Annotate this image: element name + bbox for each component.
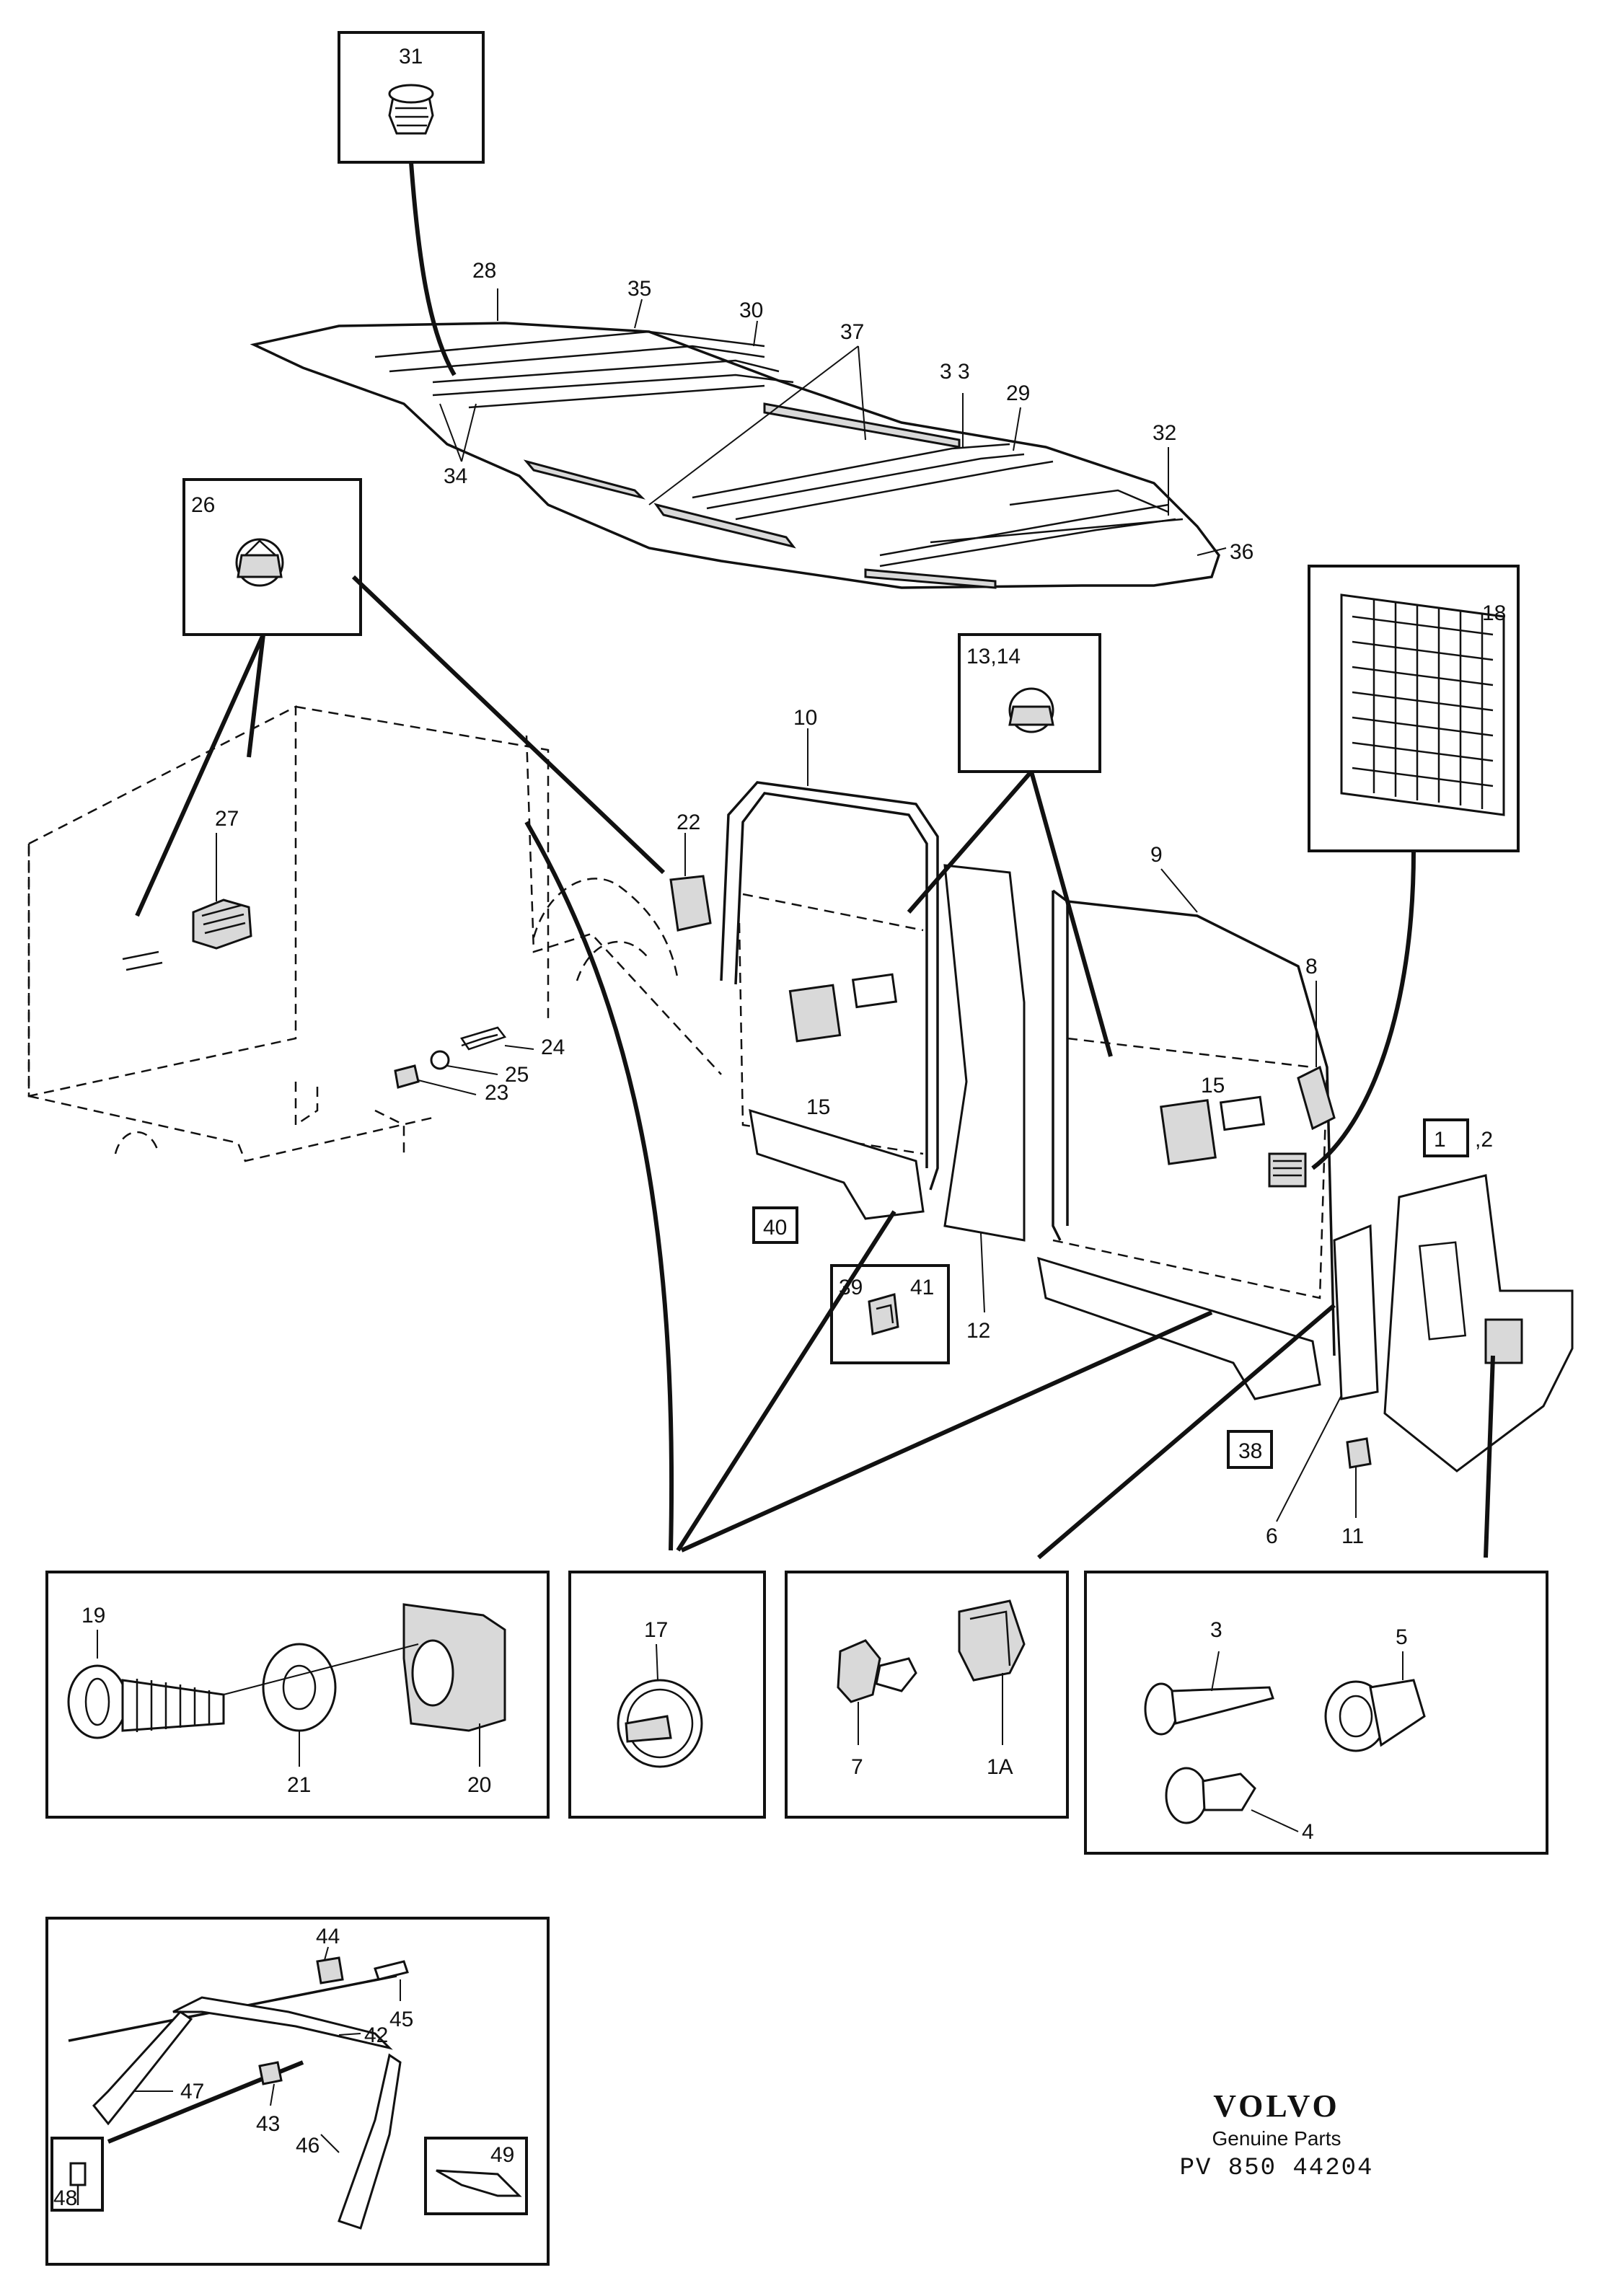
label-7: 7 — [851, 1755, 863, 1779]
label-leaders — [97, 288, 1404, 2153]
speaker-grille — [1268, 1152, 1307, 1188]
inset-box-label-40 — [752, 1206, 798, 1244]
label-20: 20 — [467, 1773, 491, 1797]
inset-box-label-38 — [1227, 1430, 1273, 1469]
inset-box-3-4-5 — [1084, 1571, 1548, 1855]
label-5: 5 — [1396, 1625, 1408, 1649]
label-47: 47 — [180, 2080, 204, 2103]
inset-box-19-21-20 — [45, 1571, 550, 1819]
label-36: 36 — [1230, 540, 1253, 564]
label-42: 42 — [364, 2023, 388, 2047]
label-18: 18 — [1482, 601, 1506, 625]
inset-box-17 — [568, 1571, 766, 1819]
leader-arrows — [107, 162, 1495, 2144]
diagram-code: PV 850 44204 — [1179, 2155, 1374, 2182]
label-29: 29 — [1006, 381, 1030, 405]
label-40: 40 — [763, 1216, 787, 1240]
label-28: 28 — [472, 259, 496, 283]
label-12: 12 — [966, 1319, 990, 1343]
pillar-trim-12 — [943, 864, 1026, 1242]
label-8: 8 — [1305, 955, 1318, 979]
inset-box-7-1a — [785, 1571, 1069, 1819]
label-41: 41 — [910, 1276, 934, 1299]
front-door-trim — [720, 781, 1026, 1242]
inset-box-label-1 — [1423, 1118, 1469, 1157]
label-3: 3 — [1210, 1618, 1222, 1642]
label-2: ,2 — [1475, 1128, 1493, 1152]
label-4: 4 — [1302, 1820, 1314, 1844]
label-39: 39 — [839, 1276, 863, 1299]
label-1: 1 — [1434, 1128, 1446, 1152]
label-17: 17 — [644, 1618, 668, 1642]
label-37: 37 — [840, 320, 864, 344]
label-15b: 15 — [1201, 1074, 1225, 1098]
roof-headliner — [250, 322, 1220, 589]
label-31: 31 — [399, 45, 423, 69]
label-9: 9 — [1150, 843, 1163, 867]
panel-1 — [1383, 1174, 1574, 1472]
handle-escutcheon-15a — [788, 984, 842, 1043]
brand-block: VOLVO Genuine Parts PV 850 44204 — [1168, 2088, 1385, 2182]
label-49: 49 — [490, 2143, 514, 2167]
label-30: 30 — [739, 299, 763, 322]
clip-22 — [669, 875, 712, 932]
label-10: 10 — [793, 706, 817, 730]
label-35: 35 — [627, 277, 651, 301]
label-44: 44 — [316, 1925, 340, 1948]
inset-box-13-14 — [958, 633, 1101, 773]
label-13-14: 13,14 — [966, 645, 1021, 668]
label-24: 24 — [541, 1036, 565, 1059]
volvo-logo: VOLVO — [1213, 2088, 1340, 2124]
clip-11 — [1346, 1437, 1372, 1469]
label-19: 19 — [81, 1604, 105, 1628]
inset-box-31 — [338, 31, 485, 164]
label-33: 3 3 — [940, 360, 970, 384]
inset-box-26 — [182, 478, 362, 636]
handle-escutcheon-15b — [1160, 1099, 1217, 1165]
vent-grille-27 — [192, 898, 252, 950]
inset-box-42-49 — [45, 1917, 550, 2266]
body-side-outline — [27, 705, 722, 1162]
brand-subtitle: Genuine Parts — [1212, 2127, 1341, 2150]
label-27: 27 — [215, 807, 239, 831]
armrest-40 — [749, 1108, 925, 1220]
label-48: 48 — [53, 2186, 77, 2210]
label-25: 25 — [505, 1063, 529, 1087]
label-38: 38 — [1238, 1439, 1262, 1463]
label-26: 26 — [191, 493, 215, 517]
label-11: 11 — [1341, 1524, 1364, 1548]
label-21: 21 — [287, 1773, 311, 1797]
label-15a: 15 — [806, 1095, 830, 1119]
label-43: 43 — [256, 2112, 280, 2136]
label-34: 34 — [444, 464, 467, 488]
inset-box-18 — [1308, 565, 1520, 852]
label-45: 45 — [389, 2008, 413, 2031]
label-46: 46 — [296, 2134, 320, 2158]
bracket-8 — [1297, 1065, 1336, 1131]
label-6: 6 — [1266, 1524, 1278, 1548]
inset-box-39-41 — [830, 1264, 950, 1364]
quarter-trim — [1333, 1174, 1574, 1472]
label-22: 22 — [677, 811, 700, 834]
trim-6 — [1333, 1224, 1379, 1400]
label-23: 23 — [485, 1081, 508, 1105]
part-number-labels: 31 28 35 30 37 3 3 29 32 36 34 26 13,14 … — [53, 45, 1506, 2210]
label-1a: 1A — [987, 1755, 1013, 1779]
label-32: 32 — [1153, 421, 1176, 445]
